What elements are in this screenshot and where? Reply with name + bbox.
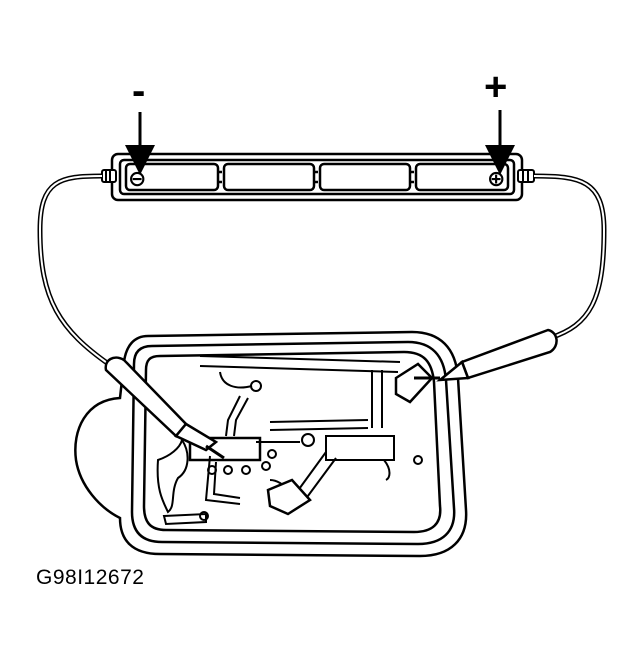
positive-test-wire — [533, 173, 607, 341]
negative-probe — [104, 356, 225, 460]
positive-terminal-symbol: ⊕ — [487, 167, 505, 192]
figure-code: G98I12672 — [36, 566, 145, 589]
board-chip — [325, 435, 395, 461]
battery-cell — [124, 162, 222, 192]
terminal-clip-right — [517, 169, 535, 183]
battery-cell — [222, 162, 318, 192]
battery-cell — [414, 162, 510, 192]
negative-terminal-label: - — [132, 69, 145, 113]
negative-terminal-symbol: ⊖ — [128, 167, 146, 192]
transmitter-housing — [74, 330, 468, 558]
terminal-clip-left — [101, 169, 117, 183]
positive-probe — [414, 328, 558, 382]
circuit-board — [156, 355, 423, 526]
positive-terminal-label: + — [484, 65, 507, 109]
battery-pack — [110, 152, 524, 202]
battery-cell — [318, 162, 414, 192]
contact-tab — [266, 362, 434, 516]
